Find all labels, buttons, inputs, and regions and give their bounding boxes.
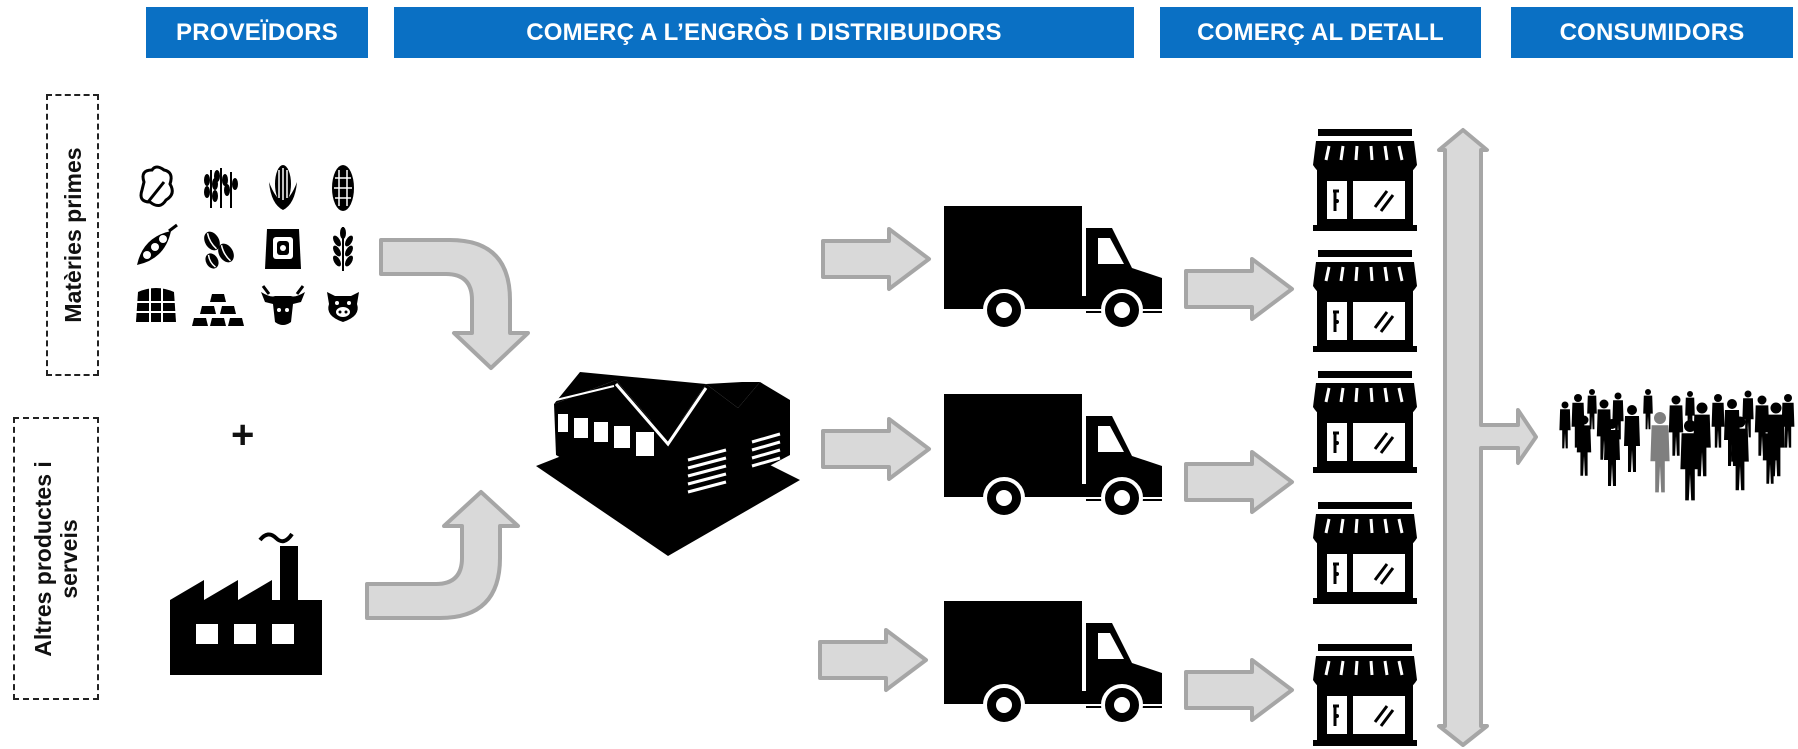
cotton-icon: [139, 165, 174, 207]
arrow-to-store-3: [1184, 658, 1294, 722]
cocoa-icon: [332, 165, 354, 211]
wheat-icon: [204, 168, 238, 208]
store-icon: [1311, 642, 1419, 748]
plus-sign: +: [231, 413, 255, 457]
corn-icon: [269, 165, 297, 210]
arrow-to-truck-1: [821, 227, 931, 291]
store-icon: [1311, 369, 1419, 475]
arrow-to-store-1: [1184, 257, 1294, 321]
store-icon: [1311, 500, 1419, 606]
hay-bales-icon: [136, 288, 176, 322]
curved-arrow-raw-materials: [379, 238, 530, 370]
distribution-double-arrow: [1437, 128, 1538, 747]
store-icon: [1311, 248, 1419, 354]
raw-materials-box: Matèries primes: [46, 94, 99, 376]
truck-icon: [942, 599, 1164, 726]
truck-icon: [942, 204, 1164, 331]
curved-arrow-other-products: [365, 490, 520, 620]
arrow-to-truck-3: [818, 628, 928, 692]
store-icon: [1311, 127, 1419, 233]
warehouse-icon: [536, 372, 800, 556]
pea-pod-icon: [137, 223, 178, 265]
crowd-icon: [1559, 389, 1795, 501]
coffee-beans-icon: [204, 231, 234, 269]
header-retail: COMERÇ AL DETALL: [1160, 7, 1481, 58]
pig-icon: [327, 292, 359, 322]
factory-icon: [170, 532, 322, 675]
cow-icon: [261, 285, 305, 325]
gold-bars-icon: [192, 294, 244, 326]
truck-icon: [942, 392, 1164, 519]
other-products-box: Altres productes i serveis: [13, 417, 99, 700]
arrow-to-truck-2: [821, 417, 931, 481]
grain-stalk-icon: [333, 227, 353, 271]
header-consumers: CONSUMIDORS: [1511, 7, 1793, 58]
header-suppliers: PROVEÏDORS: [146, 7, 368, 58]
header-wholesale: COMERÇ A L’ENGRÒS I DISTRIBUIDORS: [394, 7, 1134, 58]
raw-materials-grid: [136, 165, 359, 326]
sack-icon: [265, 229, 301, 269]
arrow-to-store-2: [1184, 450, 1294, 514]
